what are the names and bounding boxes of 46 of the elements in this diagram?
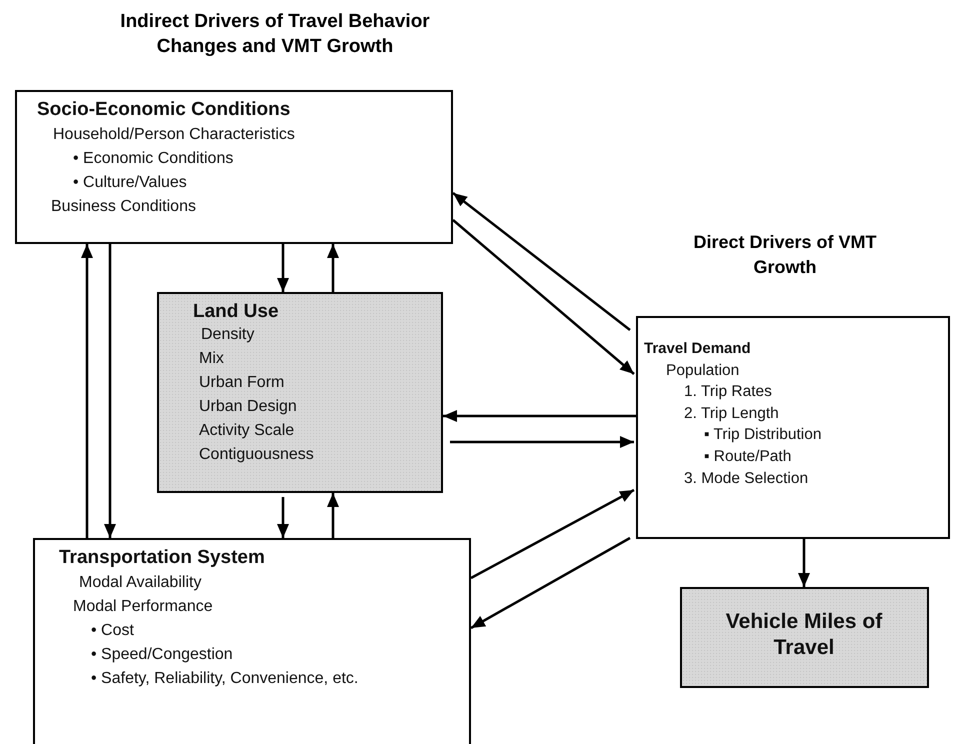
- box-text: ▪ Trip Distribution: [704, 425, 822, 444]
- box-text: ▪ Route/Path: [704, 447, 792, 466]
- box-text: Population: [666, 361, 740, 380]
- box-text: 3. Mode Selection: [684, 469, 808, 488]
- arrow: [81, 244, 93, 538]
- arrow: [277, 497, 289, 538]
- box-text: Business Conditions: [51, 197, 196, 217]
- box-text: 2. Trip Length: [684, 404, 779, 424]
- shaded-box: [680, 587, 929, 688]
- arrow: [277, 244, 289, 292]
- shaded-box: [157, 292, 443, 493]
- box-text: Modal Availability: [79, 573, 202, 593]
- box-text: Density: [201, 325, 254, 345]
- section-heading: Direct Drivers of VMT Growth: [692, 231, 878, 279]
- box-text: • Culture/Values: [73, 173, 187, 193]
- box-text: • Speed/Congestion: [91, 645, 233, 665]
- box-text: Contiguousness: [199, 445, 314, 465]
- box-text: • Economic Conditions: [73, 149, 234, 169]
- box-text: Household/Person Characteristics: [53, 125, 295, 145]
- arrow: [470, 536, 631, 630]
- process-box: [636, 316, 950, 539]
- arrow: [452, 219, 635, 375]
- box-text: Urban Form: [199, 373, 284, 393]
- box-heading: Socio-Economic Conditions: [37, 98, 290, 122]
- box-heading: Vehicle Miles of Travel: [724, 609, 884, 662]
- box-heading: Transportation System: [59, 546, 265, 570]
- diagram-title: Indirect Drivers of Travel Behavior Changes and VMT Growth: [119, 10, 431, 59]
- box-text: 1. Trip Rates: [684, 382, 772, 402]
- box-text: Urban Design: [199, 397, 297, 417]
- box-text: Mix: [199, 349, 224, 369]
- box-text: Modal Performance: [73, 597, 213, 617]
- arrow: [450, 436, 634, 448]
- box-heading: Land Use: [193, 300, 279, 324]
- arrow: [104, 244, 116, 538]
- box-text: • Safety, Reliability, Convenience, etc.: [91, 669, 360, 689]
- process-box: [15, 90, 453, 244]
- process-box: [33, 538, 471, 744]
- arrow: [327, 493, 339, 538]
- box-text: • Cost: [91, 621, 134, 641]
- arrow: [452, 192, 631, 331]
- box-text: Activity Scale: [199, 421, 294, 441]
- arrow: [443, 410, 636, 422]
- arrow: [470, 488, 635, 580]
- box-heading: Travel Demand: [644, 340, 751, 359]
- arrow: [327, 244, 339, 292]
- arrow: [798, 539, 810, 587]
